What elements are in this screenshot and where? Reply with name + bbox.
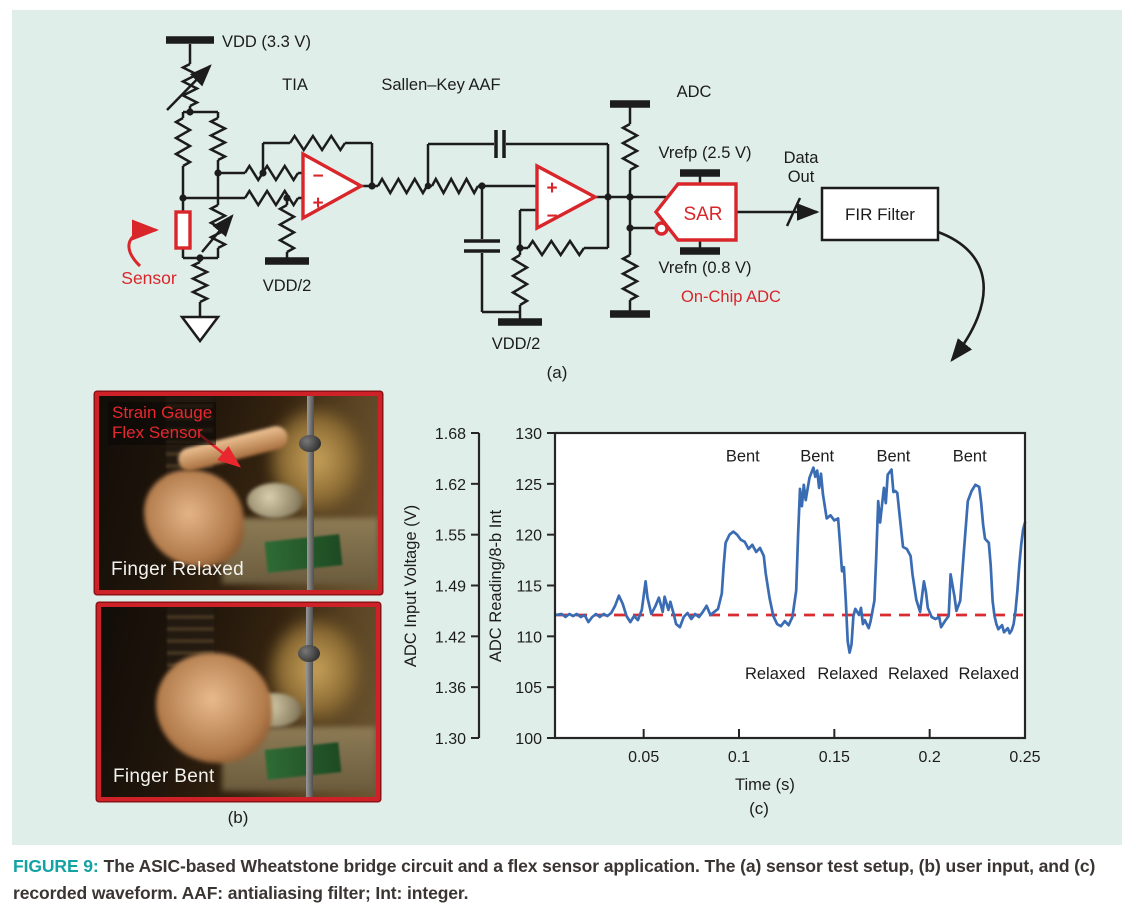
waveform-chart: 0.05 0.1 0.15 0.2 0.25 130 125 120 115 110 105 100 1… <box>402 426 1041 818</box>
circuit-diagram: VDD (3.3 V) TIA Sallen–Key AAF ADC Vrefp… <box>121 33 985 382</box>
panel-b-label: (b) <box>227 808 249 827</box>
photo-caption-bent: Finger Bent <box>113 766 215 787</box>
vrefn-label: Vrefn (0.8 V) <box>659 259 752 277</box>
flex-sensor-tag: Strain Gauge Flex Sensor <box>108 402 217 445</box>
vdd-label: VDD (3.3 V) <box>222 33 311 51</box>
svg-text:110: 110 <box>516 629 542 646</box>
y-axis-title-reading: ADC Reading/8-b Int <box>487 509 505 662</box>
svg-text:1.36: 1.36 <box>435 680 466 697</box>
vrefp-label: Vrefp (2.5 V) <box>659 144 752 162</box>
sar-adc-block <box>653 182 738 242</box>
svg-text:105: 105 <box>515 680 542 697</box>
scene-rod <box>307 396 314 590</box>
svg-text:100: 100 <box>515 731 542 748</box>
bus-slash-icon <box>785 197 802 227</box>
svg-text:Relaxed: Relaxed <box>888 665 949 683</box>
op2-plus-sign: + <box>546 178 557 199</box>
tag-line-1: Strain Gauge <box>112 403 213 422</box>
op2-minus-sign: − <box>546 206 557 227</box>
photo-caption-relaxed: Finger Relaxed <box>111 559 245 580</box>
tag-line-2: Flex Sensor <box>112 423 203 443</box>
curved-arrow-icon <box>937 230 985 363</box>
svg-text:0.2: 0.2 <box>919 749 941 766</box>
svg-text:0.25: 0.25 <box>1009 749 1040 766</box>
figure-caption: FIGURE 9:The ASIC-based Wheatstone bridg… <box>13 853 1119 907</box>
scene-clamp <box>297 645 320 663</box>
panel-a-label: (a) <box>547 363 568 382</box>
sar-label: SAR <box>683 204 722 225</box>
y-axis-title-voltage: ADC Input Voltage (V) <box>402 505 420 667</box>
junction-dots <box>179 108 634 262</box>
adc-label: ADC <box>677 83 712 101</box>
scene-rod <box>306 607 313 797</box>
scene-clamp <box>298 434 321 453</box>
chart-dynamic-layer: 0.05 0.1 0.15 0.2 0.25 130 125 120 115 110 105 100 1… <box>435 426 1041 766</box>
tia-opamp-icon <box>301 151 365 221</box>
panel-c-label: (c) <box>749 799 769 818</box>
photo-finger-relaxed: Strain Gauge Flex Sensor Finger Relaxed <box>95 392 382 594</box>
photo-scene <box>101 607 376 797</box>
svg-text:1.49: 1.49 <box>435 579 466 596</box>
fir-filter-block <box>820 186 940 242</box>
hand-fist <box>156 652 272 763</box>
svg-text:1.68: 1.68 <box>435 426 466 443</box>
x-axis-title: Time (s) <box>735 776 795 794</box>
var-resistor-arrow-icon <box>201 214 234 253</box>
svg-text:125: 125 <box>515 477 542 494</box>
plot-area <box>555 433 1025 738</box>
figure-caption-text: The ASIC-based Wheatstone bridge circuit… <box>13 856 1096 904</box>
svg-text:Bent: Bent <box>800 447 834 465</box>
data-out-label-2: Out <box>788 168 815 186</box>
hand-palm <box>143 469 245 567</box>
photo-finger-bent: Finger Bent <box>97 603 380 801</box>
svg-text:Relaxed: Relaxed <box>745 665 806 683</box>
tia-minus-sign: − <box>312 166 323 187</box>
data-out-label-1: Data <box>784 149 820 167</box>
var-resistor-arrow-icon <box>166 64 212 111</box>
svg-text:Bent: Bent <box>726 447 760 465</box>
svg-text:130: 130 <box>515 426 542 443</box>
inverter-bubble-icon <box>654 221 669 236</box>
svg-text:120: 120 <box>515 528 542 545</box>
tia-label: TIA <box>282 76 308 94</box>
figure-number: FIGURE 9: <box>13 856 99 876</box>
on-chip-adc-label: On-Chip ADC <box>681 288 781 306</box>
scene-dial <box>246 483 303 519</box>
ground-icon <box>179 315 221 344</box>
svg-text:Relaxed: Relaxed <box>817 665 878 683</box>
sallenkey-opamp-icon <box>535 163 599 231</box>
circuit-resistors <box>173 62 640 307</box>
svg-text:1.42: 1.42 <box>435 629 466 646</box>
svg-text:0.1: 0.1 <box>728 749 750 766</box>
circuit-components <box>127 64 985 363</box>
sensor-pointer-arrow-icon <box>127 219 159 268</box>
flex-sensor-element <box>174 210 192 250</box>
svg-text:0.15: 0.15 <box>819 749 850 766</box>
svg-text:1.55: 1.55 <box>435 528 466 545</box>
sallen-key-label: Sallen–Key AAF <box>381 76 500 94</box>
svg-text:0.05: 0.05 <box>628 749 659 766</box>
circuit-labels: VDD (3.3 V) TIA Sallen–Key AAF ADC Vrefp… <box>121 33 915 382</box>
plot-frame <box>553 431 1027 740</box>
svg-text:Bent: Bent <box>953 447 987 465</box>
svg-text:1.62: 1.62 <box>435 477 466 494</box>
tia-plus-sign: + <box>312 193 323 214</box>
svg-text:115: 115 <box>516 579 542 596</box>
svg-text:Relaxed: Relaxed <box>958 665 1019 683</box>
vdd2-label-2: VDD/2 <box>492 335 541 353</box>
sensor-label: Sensor <box>121 268 177 288</box>
vdd2-label-1: VDD/2 <box>263 277 312 295</box>
fir-filter-label: FIR Filter <box>845 205 915 224</box>
svg-text:Bent: Bent <box>876 447 910 465</box>
svg-text:1.30: 1.30 <box>435 731 466 748</box>
